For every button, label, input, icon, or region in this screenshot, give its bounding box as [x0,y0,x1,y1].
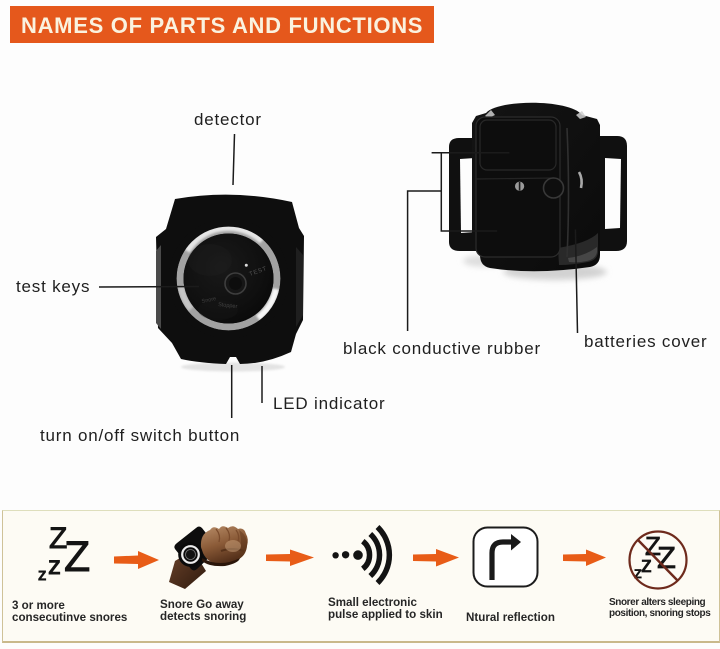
svg-text:Z: Z [657,540,676,575]
svg-text:TEST: TEST [249,266,268,278]
svg-text:Snore: Snore [201,296,217,305]
svg-text:z: z [38,565,47,583]
svg-text:z: z [641,552,652,577]
svg-text:Z: Z [49,522,67,555]
svg-text:z: z [634,565,642,582]
svg-text:Stopper: Stopper [218,302,238,310]
svg-text:z: z [48,550,61,580]
svg-text:Z: Z [645,531,661,561]
svg-text:Z: Z [64,533,90,581]
